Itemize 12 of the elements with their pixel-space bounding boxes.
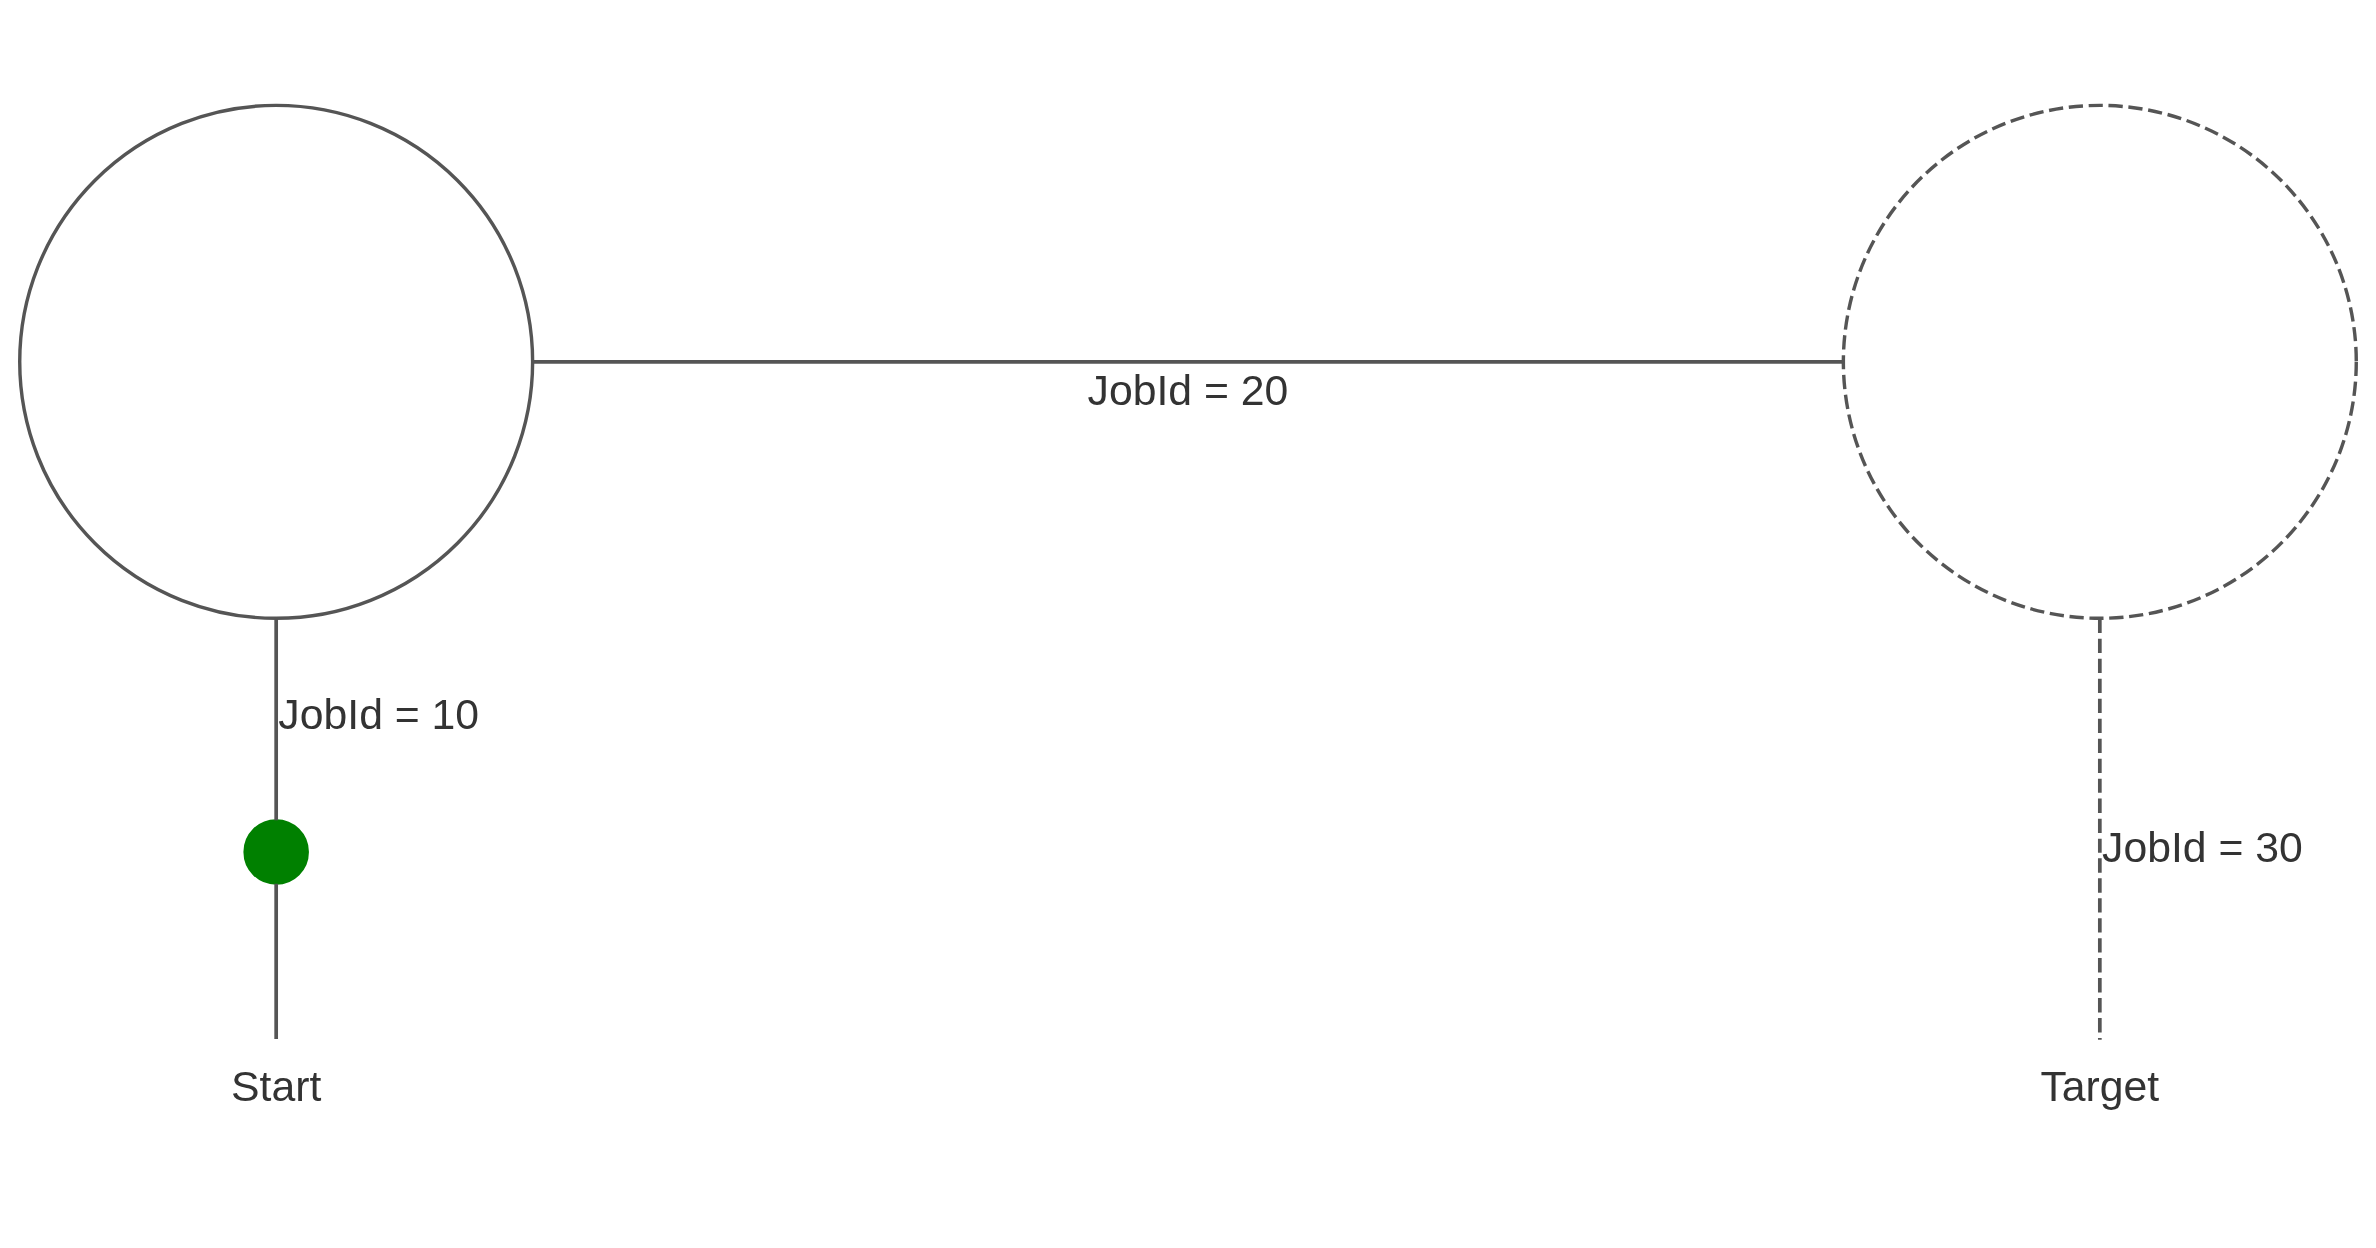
connector [274,883,279,1039]
node-text: Start [231,1062,322,1111]
edge-label: JobId = 30 [2102,822,2303,871]
node-circle [18,103,535,620]
connector [274,619,279,821]
node-text: Target [2040,1062,2160,1111]
connector [2098,618,2102,1040]
edge-label: JobId = 10 [278,690,480,739]
edge-label: JobId = 20 [1087,365,1289,414]
node-circle [243,819,309,885]
node-circle [1841,103,2358,620]
connector [532,360,1843,364]
